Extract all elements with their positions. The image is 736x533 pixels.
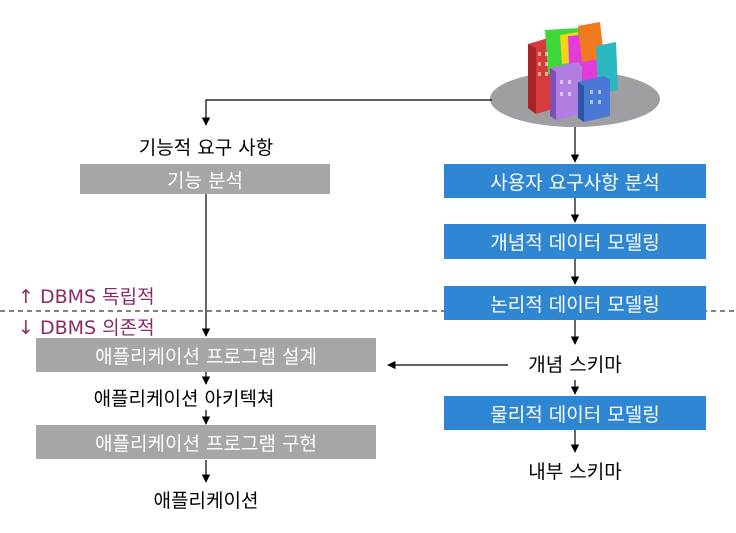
physical-modeling-text: 물리적 데이터 모델링 [490, 403, 660, 426]
logical-modeling-text: 논리적 데이터 모델링 [490, 293, 660, 316]
conceptual-modeling-text: 개념적 데이터 모델링 [490, 232, 660, 254]
physical-modeling-box: 물리적 데이터 모델링 [444, 396, 706, 430]
app-design-box: 애플리케이션 프로그램 설계 [36, 338, 376, 372]
internal-schema-label: 내부 스키마 [528, 461, 622, 483]
user-requirements-analysis-box: 사용자 요구사항 분석 [444, 164, 706, 198]
dbms-dependent-label: ↓ DBMS 의존적 [18, 317, 155, 339]
app-implementation-box: 애플리케이션 프로그램 구현 [36, 425, 376, 459]
app-implementation-text: 애플리케이션 프로그램 구현 [95, 432, 317, 455]
dbms-independent-label: ↑ DBMS 독립적 [18, 286, 155, 308]
buildings-icon [490, 22, 660, 127]
functional-requirements-label: 기능적 요구 사항 [138, 137, 274, 159]
application-label: 애플리케이션 [153, 490, 259, 512]
function-analysis-box: 기능 분석 [80, 164, 330, 194]
connectors [201, 99, 580, 483]
app-architecture-label: 애플리케이션 아키텍쳐 [93, 388, 275, 410]
app-design-text: 애플리케이션 프로그램 설계 [95, 345, 317, 368]
conceptual-schema-label: 개념 스키마 [528, 354, 622, 376]
conceptual-modeling-box: 개념적 데이터 모델링 [444, 224, 706, 259]
user-requirements-analysis-text: 사용자 요구사항 분석 [490, 171, 660, 194]
function-analysis-text: 기능 분석 [167, 169, 243, 192]
logical-modeling-box: 논리적 데이터 모델링 [444, 286, 706, 320]
arrow-platform-to-functional [201, 99, 492, 126]
